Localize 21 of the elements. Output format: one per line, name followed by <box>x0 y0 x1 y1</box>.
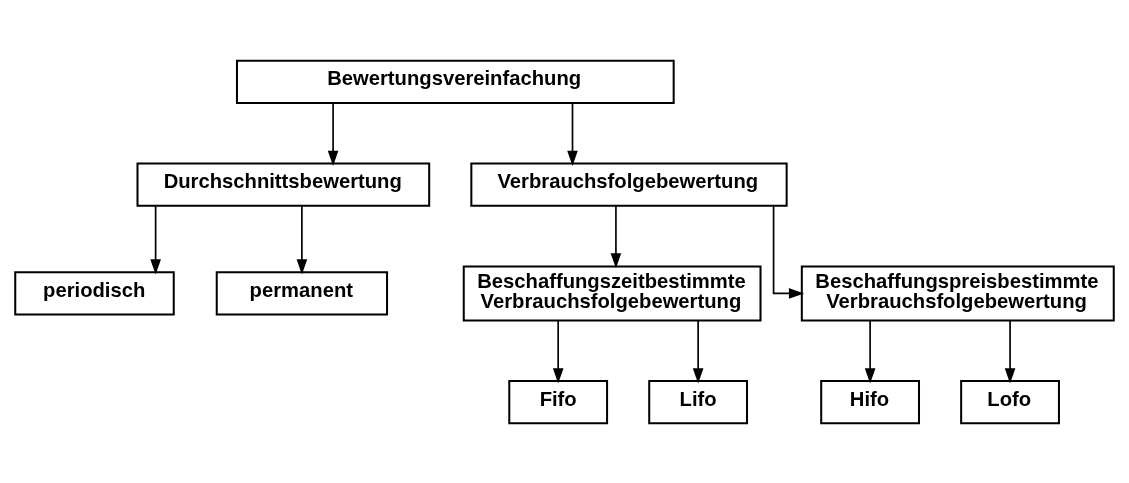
arrow <box>150 204 161 275</box>
node-box: Hifo <box>820 379 920 424</box>
node-box: Fifo <box>508 379 609 424</box>
arrow <box>552 319 564 383</box>
arrow <box>567 101 578 166</box>
node-box: permanent <box>215 270 389 315</box>
node-box: Beschaffungspreisbestimmte Verbrauchsfolgebewertung <box>800 264 1115 321</box>
node-box: Beschaffungszeitbestimmte Verbrauchsfolgebewertung <box>462 264 762 321</box>
node-box: Durchschnittsbewertung <box>136 162 431 207</box>
arrow <box>610 204 622 268</box>
node-box: periodisch <box>14 270 175 315</box>
node-box: Bewertungsvereinfachung <box>235 59 675 104</box>
arrow <box>327 101 339 166</box>
arrow <box>864 319 876 383</box>
node-box: Lifo <box>648 379 749 424</box>
arrow <box>1004 319 1016 383</box>
node-box: Verbrauchsfolgebewertung <box>470 162 788 207</box>
arrow <box>772 204 805 299</box>
node-box: Lofo <box>960 379 1060 424</box>
arrow <box>692 319 704 383</box>
arrow <box>296 204 308 275</box>
